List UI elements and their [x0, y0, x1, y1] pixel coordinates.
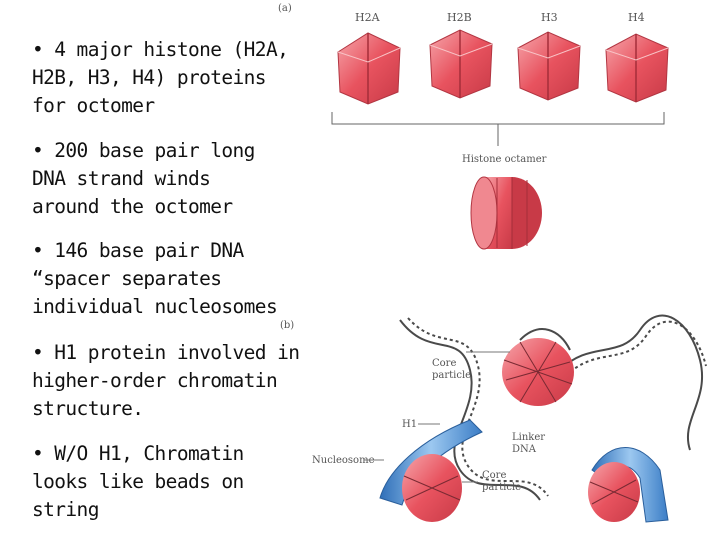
octamer-label: Histone octamer — [462, 154, 547, 165]
h1-label: H1 — [402, 419, 417, 430]
histone-h2a-shape — [337, 32, 401, 105]
histone-label-h2b: H2B — [447, 11, 472, 24]
core-particle-top — [502, 338, 574, 406]
panel-label-a: (a) — [278, 3, 292, 14]
bullet-dna-winding: • 200 base pair long DNA strand winds ar… — [32, 139, 255, 218]
bullet-h1-protein: • H1 protein involved in higher-order ch… — [32, 341, 300, 420]
bullet-histone-proteins: • 4 major histone (H2A, H2B, H3, H4) pro… — [32, 38, 289, 117]
bullet-beads-on-string: • W/O H1, Chromatin looks like beads on … — [32, 442, 244, 521]
core-particle-bottom-left — [402, 454, 462, 522]
histone-label-h3: H3 — [541, 11, 558, 24]
bullet-list: • 4 major histone (H2A, H2B, H3, H4) pro… — [0, 0, 320, 540]
histone-h2b-shape — [429, 29, 493, 99]
nucleosome-label: Nucleosome — [312, 455, 375, 466]
bullet-spacer: • 146 base pair DNA “spacer separates in… — [32, 239, 278, 318]
histone-h4-shape — [605, 33, 669, 103]
histone-label-h2a: H2A — [355, 11, 381, 24]
histone-octamer-shape — [470, 176, 542, 250]
histone-h3-shape — [517, 31, 581, 101]
octamer-bracket — [331, 112, 665, 146]
panel-label-b: (b) — [280, 320, 294, 331]
histone-label-h4: H4 — [628, 11, 645, 24]
core-particle-bottom-right — [588, 462, 640, 522]
